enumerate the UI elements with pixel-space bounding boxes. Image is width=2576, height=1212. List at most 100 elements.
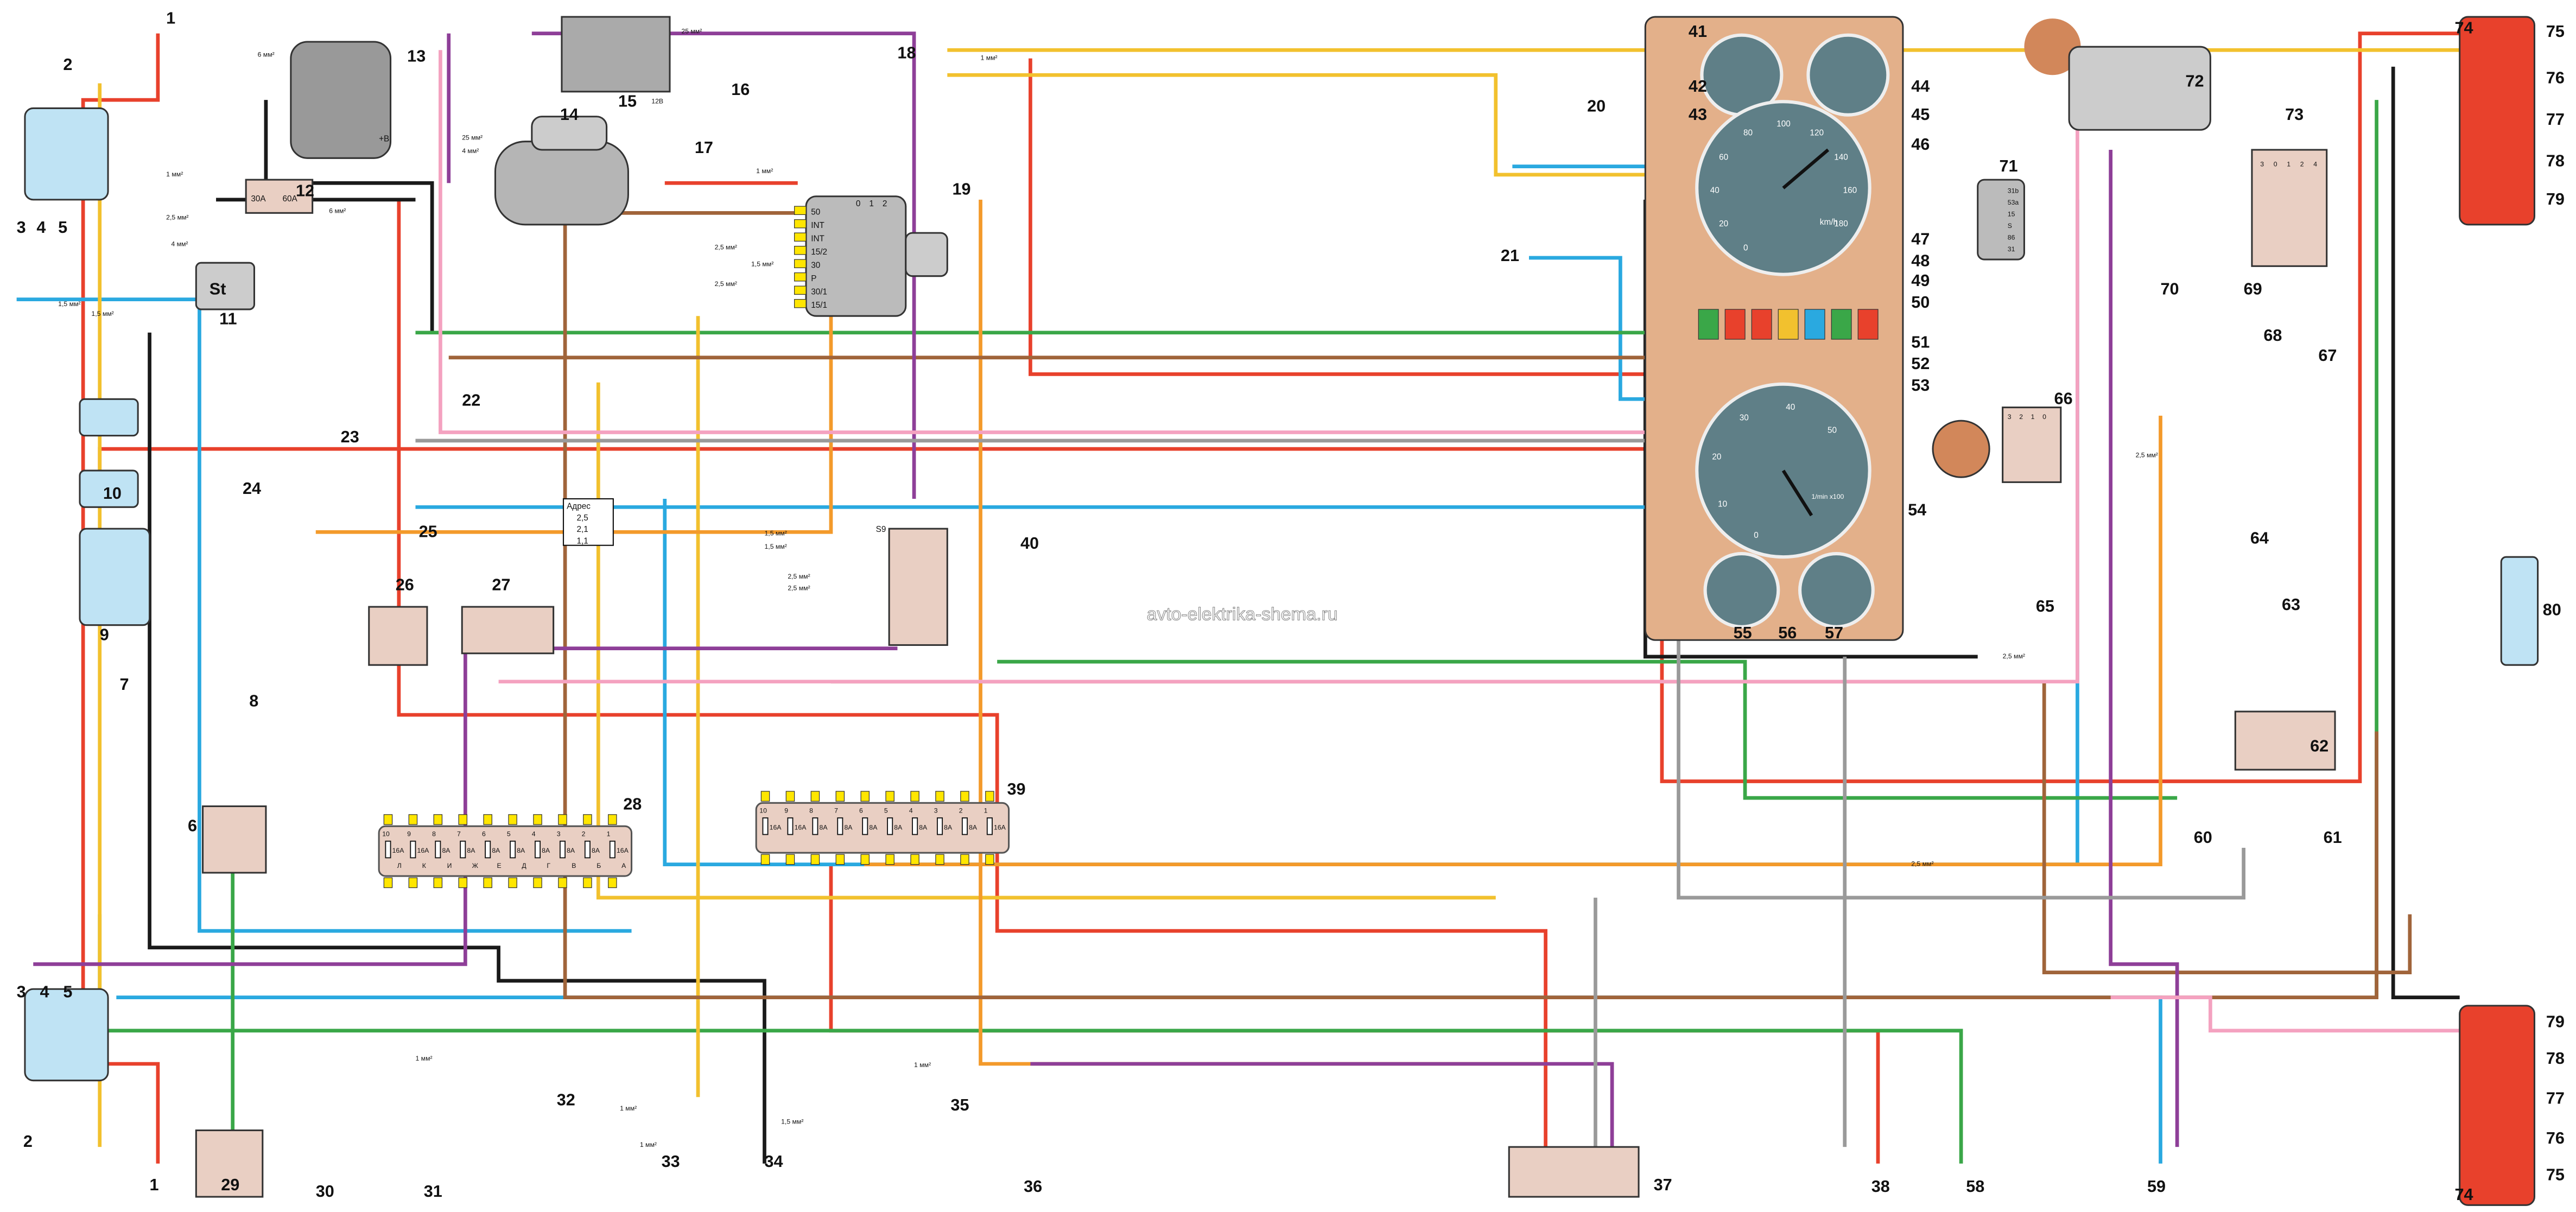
component-number-34: 34 bbox=[764, 1152, 783, 1171]
relay-s9-label: S9 bbox=[876, 525, 886, 534]
fuse-letter: И bbox=[447, 862, 452, 870]
fuse-letter: В bbox=[572, 862, 576, 870]
fuse-connector bbox=[608, 814, 617, 825]
fuse-number: 2 bbox=[959, 807, 963, 815]
component-number-36: 36 bbox=[1024, 1177, 1042, 1196]
fuse bbox=[762, 817, 769, 835]
wire-size-label: 1 мм² bbox=[914, 1061, 931, 1069]
wire-size-label: 2,5 мм² bbox=[715, 244, 737, 251]
component-number-17: 17 bbox=[695, 138, 713, 157]
wire-green bbox=[98, 914, 1963, 1164]
terminal-connector bbox=[794, 285, 807, 295]
fuse-connector bbox=[533, 814, 542, 825]
component-number-77: 77 bbox=[2546, 1089, 2565, 1108]
switch-position-4: 4 bbox=[2313, 161, 2317, 168]
component-number-48: 48 bbox=[1911, 251, 1930, 270]
component-number-1: 1 bbox=[150, 1176, 159, 1194]
component-number-50: 50 bbox=[1911, 293, 1930, 312]
relay-terminal-86: 86 bbox=[2008, 233, 2015, 241]
gauge-tick: 50 bbox=[1828, 426, 1837, 435]
fuse-number: 4 bbox=[532, 830, 536, 838]
fuse-rating: 8A bbox=[467, 847, 475, 854]
warning-lamp bbox=[1751, 309, 1772, 340]
component-number-63: 63 bbox=[2282, 595, 2300, 614]
fuse bbox=[510, 840, 516, 859]
component-number-3: 3 bbox=[17, 218, 26, 237]
component-number-61: 61 bbox=[2324, 828, 2342, 847]
fuse-connector bbox=[910, 854, 919, 865]
component-number-70: 70 bbox=[2161, 280, 2179, 298]
component-number-15: 15 bbox=[618, 92, 637, 110]
wire-size-label: 1 мм² bbox=[415, 1055, 432, 1062]
lamp-10a bbox=[79, 398, 139, 437]
component-number-6: 6 bbox=[188, 816, 197, 835]
fuse-connector bbox=[760, 854, 770, 865]
component-number-10: 10 bbox=[103, 484, 122, 503]
gauge-tick: 100 bbox=[1776, 119, 1791, 129]
fuse-number: 10 bbox=[759, 807, 767, 815]
gauge-tick: 10 bbox=[1718, 500, 1727, 509]
watermark: avto-elektrika-shema.ru bbox=[1147, 605, 1338, 625]
wire-yellow bbox=[947, 73, 1712, 177]
component-number-18: 18 bbox=[897, 44, 916, 62]
wire-size-label: 1 мм² bbox=[981, 54, 998, 62]
fuse-connector bbox=[785, 791, 795, 802]
fuse bbox=[584, 840, 591, 859]
fuse bbox=[937, 817, 943, 835]
generator: +B bbox=[290, 41, 392, 159]
wire-size-label: 6 мм² bbox=[329, 207, 346, 214]
voltage-label: 12В bbox=[651, 97, 663, 105]
wire-pink bbox=[498, 100, 2079, 684]
component-number-9: 9 bbox=[100, 625, 109, 644]
wire-orange bbox=[315, 216, 833, 534]
relay-12-fuse-a: 30A bbox=[251, 194, 266, 204]
block-62 bbox=[2234, 710, 2336, 771]
ignition-position-1: 1 bbox=[869, 199, 874, 208]
terminal-connector bbox=[794, 206, 807, 215]
wire-size-label: 1 мм² bbox=[620, 1105, 637, 1112]
fuse-letter: Ж bbox=[472, 862, 479, 870]
component-number-12: 12 bbox=[296, 182, 314, 200]
component-number-27: 27 bbox=[492, 575, 510, 594]
wiper-motor-72 bbox=[2024, 18, 2211, 131]
wire-grey bbox=[415, 439, 2245, 900]
fuse-rating: 8A bbox=[820, 823, 828, 831]
fuse bbox=[410, 840, 416, 859]
wire-red bbox=[98, 447, 1646, 499]
wire-orange bbox=[864, 415, 2162, 866]
relay-terminal-15: 15 bbox=[2008, 210, 2015, 218]
component-number-4: 4 bbox=[36, 218, 46, 237]
fuse-connector bbox=[608, 877, 617, 889]
component-number-78: 78 bbox=[2546, 152, 2565, 170]
fuse-connector bbox=[508, 814, 517, 825]
ignition-position-0: 0 bbox=[856, 199, 861, 208]
wire-size-label: 2,5 мм² bbox=[1911, 860, 1933, 868]
component-number-53: 53 bbox=[1911, 376, 1930, 395]
component-number-29: 29 bbox=[221, 1176, 239, 1194]
wire-size-label: 25 мм² bbox=[681, 28, 702, 35]
terminal-connector bbox=[794, 232, 807, 242]
wire-size-label: 1 мм² bbox=[166, 170, 183, 178]
component-number-11: 11 bbox=[219, 310, 237, 328]
component-number-79: 79 bbox=[2546, 190, 2565, 208]
component-number-76: 76 bbox=[2546, 1129, 2565, 1147]
terminal-connector bbox=[794, 259, 807, 269]
component-number-44: 44 bbox=[1911, 77, 1930, 96]
fuse-rating: 16A bbox=[770, 823, 782, 831]
oil-pressure-gauge bbox=[1703, 551, 1780, 629]
wire-violet bbox=[2109, 149, 2179, 1147]
tachometer-unit: 1/min x100 bbox=[1812, 493, 1844, 500]
gauge-tick: 140 bbox=[1834, 153, 1848, 162]
wire-size-label: 2,5 мм² bbox=[788, 584, 810, 592]
component-number-47: 47 bbox=[1911, 230, 1930, 249]
fuse bbox=[862, 817, 868, 835]
fuse-connector bbox=[533, 877, 542, 889]
ignition-terminal-INT: INT bbox=[811, 221, 824, 230]
switch-position-1: 1 bbox=[2031, 413, 2035, 421]
component-number-66: 66 bbox=[2054, 389, 2073, 408]
component-number-79: 79 bbox=[2546, 1013, 2565, 1031]
